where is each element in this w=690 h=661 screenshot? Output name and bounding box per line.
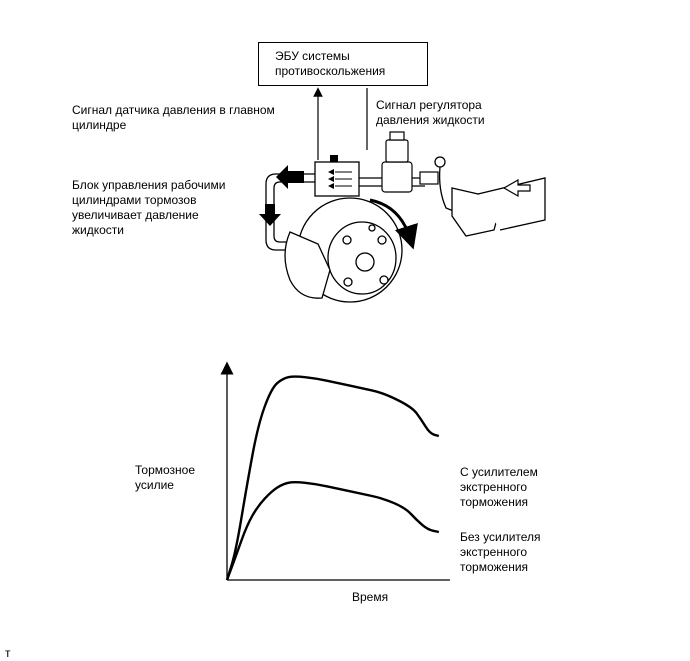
series-label-with-assist: С усилителем экстренного торможения — [460, 465, 538, 509]
caliper — [284, 231, 331, 299]
series-line-2 — [225, 481, 440, 581]
ecu-box: ЭБУ системы противоскольжения — [258, 42, 428, 86]
footer-mark: т — [5, 646, 11, 660]
flow-arrow-left — [276, 165, 304, 189]
pressure-regulator-signal-label: Сигнал регулятора давления жидкости — [376, 98, 485, 127]
ecu-label: ЭБУ системы противоскольжения — [275, 49, 386, 78]
actuator-label: Блок управления рабочими цилиндрами торм… — [72, 178, 226, 237]
flow-arrow-down — [259, 204, 281, 226]
series-line-1 — [225, 375, 440, 581]
series-layer — [225, 375, 440, 581]
x-axis-label: Время — [352, 590, 389, 604]
press-arrow — [502, 178, 531, 198]
brake-schematic — [259, 87, 546, 303]
rotation-arrow — [369, 198, 418, 250]
signal-lines — [313, 87, 368, 160]
series-label-without-assist: Без усилителя экстренного торможения — [460, 530, 541, 574]
actuator-block — [314, 155, 360, 197]
master-cylinder — [381, 131, 439, 193]
master-cylinder-signal-label: Сигнал датчика давления в главном цилинд… — [72, 103, 275, 132]
y-axis-label: Тормозное усилие — [135, 463, 196, 492]
